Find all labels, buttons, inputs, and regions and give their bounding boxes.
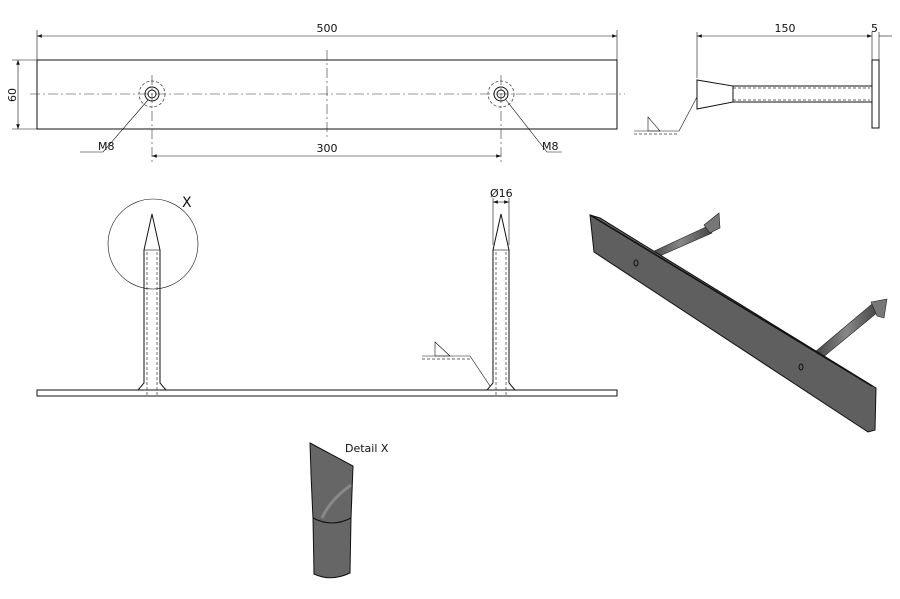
hole-right: [487, 75, 515, 165]
side-view: 150 5: [634, 22, 892, 135]
detail-circle: [107, 198, 199, 290]
hole-left: [138, 75, 166, 165]
front-view: X Ø16: [36, 187, 618, 397]
detail-marker: X: [182, 195, 192, 211]
dim-length: 500: [317, 22, 338, 35]
detail-x: Detail X: [309, 442, 389, 579]
detail-title: Detail X: [345, 442, 389, 455]
thread-label-right: M8: [542, 140, 559, 153]
isometric-view: [589, 212, 888, 433]
top-view: 500 60 300 M8 M8: [6, 22, 625, 165]
dim-rod-length: 150: [775, 22, 796, 35]
dim-spacing: 300: [317, 142, 338, 155]
thread-label-left: M8: [98, 140, 115, 153]
weld-symbol: [647, 116, 661, 132]
dim-plate-thickness: 5: [871, 22, 878, 35]
dim-height: 60: [6, 88, 19, 102]
dim-diameter: Ø16: [490, 187, 513, 200]
spike-left: [136, 213, 168, 396]
spike-right: [485, 213, 517, 396]
